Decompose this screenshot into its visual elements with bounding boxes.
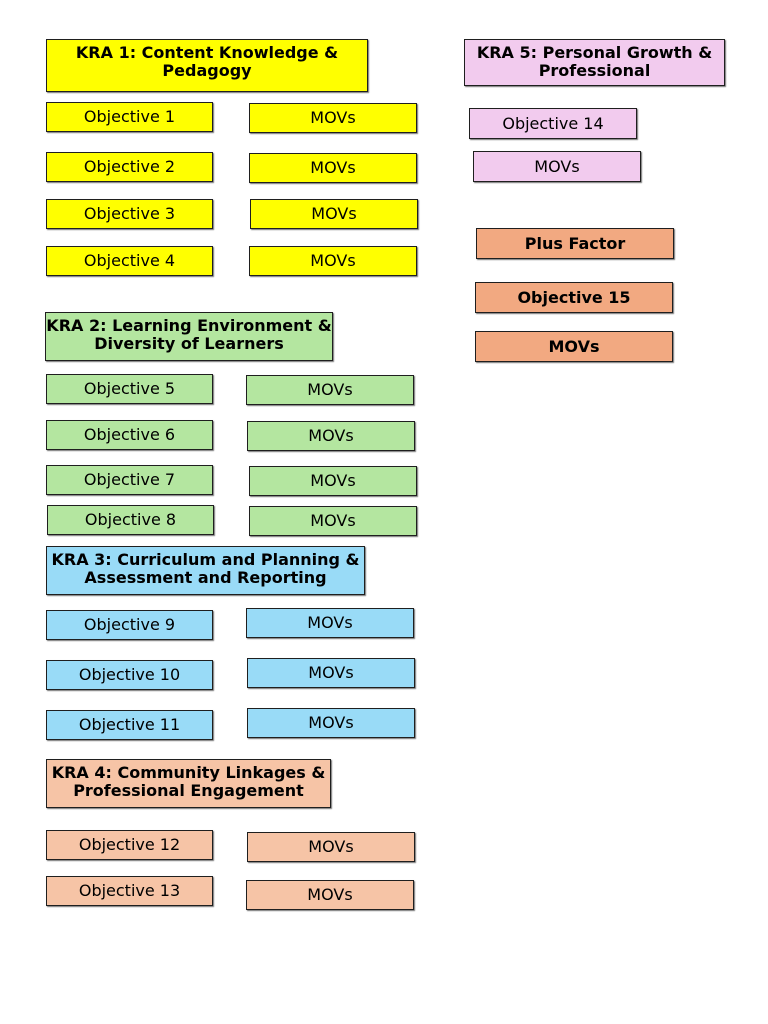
kra1-movs-1-box: MOVs — [249, 103, 417, 133]
objective-10-box: Objective 10 — [46, 660, 213, 690]
kra3-title: KRA 3: Curriculum and Planning & Assessm… — [51, 550, 360, 587]
kra1-movs-3-box: MOVs — [250, 199, 418, 229]
objective-1-label: Objective 1 — [83, 107, 176, 126]
objective-7-label: Objective 7 — [83, 470, 176, 489]
objective-12-box: Objective 12 — [46, 830, 213, 860]
movs-label: MOVs — [308, 837, 354, 856]
objective-5-label: Objective 5 — [83, 379, 176, 398]
objective-14-box: Objective 14 — [469, 108, 637, 139]
objective-8-label: Objective 8 — [84, 510, 177, 529]
objective-4-label: Objective 4 — [83, 251, 176, 270]
kra5-movs-1-box: MOVs — [473, 151, 641, 182]
plus-factor-title: Plus Factor — [524, 233, 626, 253]
objective-15-label: Objective 15 — [517, 287, 631, 307]
objective-6-label: Objective 6 — [83, 425, 176, 444]
kra2-movs-4-box: MOVs — [249, 506, 417, 536]
kra4-title-box: KRA 4: Community Linkages & Professional… — [46, 759, 331, 808]
kra3-title-box: KRA 3: Curriculum and Planning & Assessm… — [46, 546, 365, 595]
objective-7-box: Objective 7 — [46, 465, 213, 495]
kra1-title-box: KRA 1: Content Knowledge & Pedagogy — [46, 39, 368, 92]
kra2-title: KRA 2: Learning Environment & Diversity … — [46, 316, 332, 353]
movs-label: MOVs — [308, 426, 354, 445]
kra1-movs-4-box: MOVs — [249, 246, 417, 276]
objective-14-label: Objective 14 — [502, 113, 604, 133]
objective-3-label: Objective 3 — [83, 204, 176, 223]
movs-label: MOVs — [310, 251, 356, 270]
kra3-movs-2-box: MOVs — [247, 658, 415, 688]
kra2-movs-3-box: MOVs — [249, 466, 417, 496]
movs-label: MOVs — [310, 471, 356, 490]
plus-factor-title-box: Plus Factor — [476, 228, 674, 259]
kra5-title-box: KRA 5: Personal Growth & Professional — [464, 39, 725, 86]
objective-2-box: Objective 2 — [46, 152, 213, 182]
kra4-movs-2-box: MOVs — [246, 880, 414, 910]
objective-9-label: Objective 9 — [83, 615, 176, 634]
kra1-title: KRA 1: Content Knowledge & Pedagogy — [75, 43, 339, 80]
kra3-movs-1-box: MOVs — [246, 608, 414, 638]
objective-11-label: Objective 11 — [78, 715, 181, 734]
objective-8-box: Objective 8 — [47, 505, 214, 535]
objective-5-box: Objective 5 — [46, 374, 213, 404]
movs-label: MOVs — [310, 108, 356, 127]
kra3-movs-3-box: MOVs — [247, 708, 415, 738]
kra2-title-box: KRA 2: Learning Environment & Diversity … — [45, 312, 333, 361]
objective-13-label: Objective 13 — [78, 881, 181, 900]
movs-label: MOVs — [307, 613, 353, 632]
objective-1-box: Objective 1 — [46, 102, 213, 132]
objective-4-box: Objective 4 — [46, 246, 213, 276]
objective-3-box: Objective 3 — [46, 199, 213, 229]
objective-11-box: Objective 11 — [46, 710, 213, 740]
kra4-movs-1-box: MOVs — [247, 832, 415, 862]
plus-factor-movs-box: MOVs — [475, 331, 673, 362]
kra2-movs-1-box: MOVs — [246, 375, 414, 405]
objective-12-label: Objective 12 — [78, 835, 181, 854]
movs-label: MOVs — [311, 204, 357, 223]
objective-15-box: Objective 15 — [475, 282, 673, 313]
objective-13-box: Objective 13 — [46, 876, 213, 906]
movs-label: MOVs — [308, 663, 354, 682]
kra1-movs-2-box: MOVs — [249, 153, 417, 183]
objective-6-box: Objective 6 — [46, 420, 213, 450]
kra5-title: KRA 5: Personal Growth & Professional — [476, 43, 713, 80]
movs-label: MOVs — [310, 158, 356, 177]
objective-10-label: Objective 10 — [78, 665, 181, 684]
movs-label: MOVs — [307, 885, 353, 904]
movs-label: MOVs — [307, 380, 353, 399]
kra4-title: KRA 4: Community Linkages & Professional… — [51, 763, 326, 800]
movs-label: MOVs — [310, 511, 356, 530]
objective-2-label: Objective 2 — [83, 157, 176, 176]
movs-label: MOVs — [308, 713, 354, 732]
movs-label: MOVs — [548, 336, 600, 356]
objective-9-box: Objective 9 — [46, 610, 213, 640]
kra2-movs-2-box: MOVs — [247, 421, 415, 451]
movs-label: MOVs — [534, 156, 580, 176]
